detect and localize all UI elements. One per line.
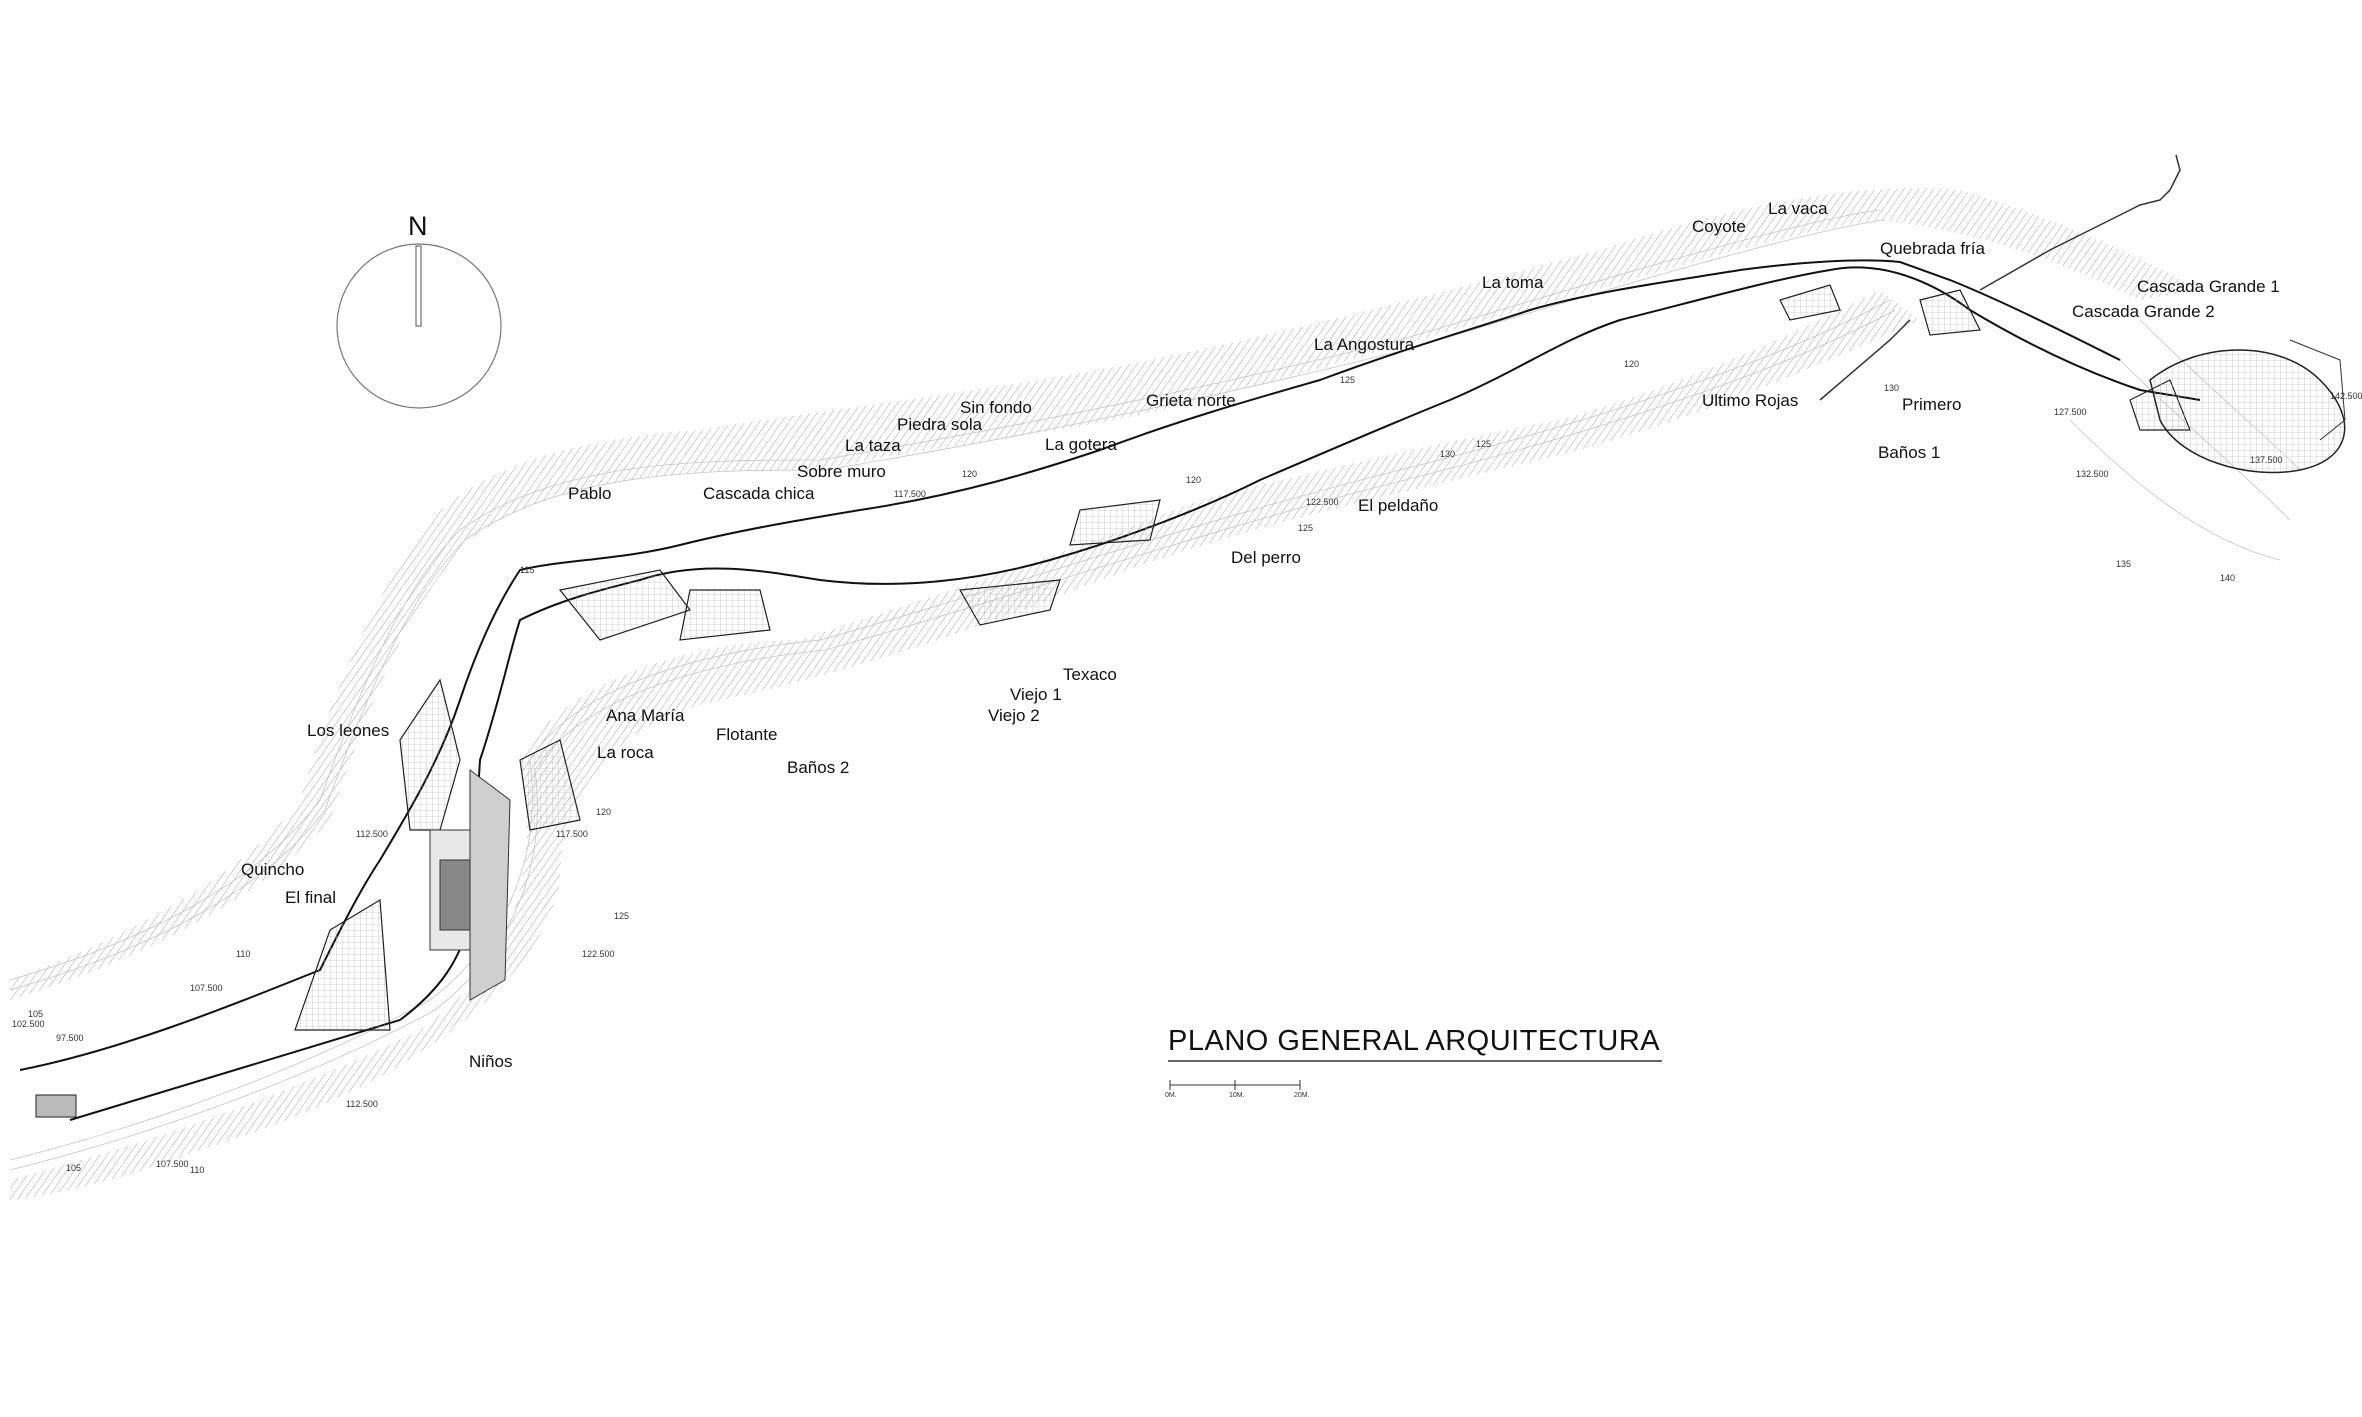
place-label: Ana María bbox=[606, 706, 685, 725]
contour-label: 132.500 bbox=[2076, 469, 2109, 479]
contour-label: 122.500 bbox=[1306, 497, 1339, 507]
contour-label: 107.500 bbox=[190, 983, 223, 993]
contour-label: 105 bbox=[28, 1009, 44, 1019]
place-label: Coyote bbox=[1692, 217, 1746, 236]
place-label: El peldaño bbox=[1358, 496, 1439, 515]
contour-label: 142.500 bbox=[2330, 391, 2362, 401]
plan-title: PLANO GENERAL ARQUITECTURA bbox=[1168, 1025, 1661, 1057]
place-label: Del perro bbox=[1231, 548, 1301, 567]
place-label: Sobre muro bbox=[797, 462, 886, 481]
place-label: Quincho bbox=[241, 860, 305, 879]
place-label: Primero bbox=[1902, 395, 1962, 414]
place-label: La taza bbox=[845, 436, 901, 455]
place-label: Viejo 1 bbox=[1010, 685, 1062, 704]
contour-label: 112.500 bbox=[356, 829, 388, 839]
contour-label: 140 bbox=[2220, 573, 2236, 583]
contour-label: 102.500 bbox=[12, 1019, 45, 1029]
contour-label: 110 bbox=[190, 1165, 205, 1175]
place-label: Ultimo Rojas bbox=[1702, 391, 1799, 410]
contour-label: 127.500 bbox=[2054, 407, 2087, 417]
contour-label: 125 bbox=[1476, 439, 1492, 449]
contour-label: 120 bbox=[1186, 475, 1202, 485]
place-label: La toma bbox=[1482, 273, 1544, 292]
place-label: Niños bbox=[469, 1052, 513, 1071]
contour-label: 125 bbox=[1298, 523, 1314, 533]
contour-label: 130 bbox=[1440, 449, 1456, 459]
cascada-grande-pool bbox=[2149, 339, 2346, 474]
scale-label-10: 10M. bbox=[1229, 1092, 1245, 1099]
contour-label: 107.500 bbox=[156, 1159, 189, 1169]
place-label: La Angostura bbox=[1314, 335, 1415, 354]
place-label: Sin fondo bbox=[960, 398, 1032, 417]
place-label: Flotante bbox=[716, 725, 778, 744]
place-label: El final bbox=[285, 888, 337, 907]
contour-label: 115 bbox=[520, 565, 535, 575]
place-label: Piedra sola bbox=[897, 415, 983, 434]
north-arrow bbox=[336, 243, 502, 409]
scale-bar bbox=[1168, 1060, 1662, 1090]
contour-label: 110 bbox=[236, 949, 251, 959]
place-label: Pablo bbox=[568, 484, 612, 503]
contour-label: 117.500 bbox=[556, 829, 588, 839]
upper-access-path bbox=[1819, 154, 2181, 401]
contour-label: 120 bbox=[596, 807, 612, 817]
contour-label: 120 bbox=[1624, 359, 1640, 369]
place-label: Baños 1 bbox=[1878, 443, 1941, 462]
contour-label: 105 bbox=[66, 1163, 82, 1173]
place-label: Texaco bbox=[1063, 665, 1117, 684]
place-label: Cascada Grande 1 bbox=[2137, 277, 2280, 296]
scale-label-20: 20M. bbox=[1294, 1092, 1310, 1099]
contour-label: 97.500 bbox=[56, 1033, 84, 1043]
contour-label: 125 bbox=[614, 911, 630, 921]
place-label: La vaca bbox=[1768, 199, 1828, 218]
lower-terraces bbox=[35, 769, 511, 1118]
place-label: Cascada Grande 2 bbox=[2072, 302, 2215, 321]
contour-label: 125 bbox=[1340, 375, 1356, 385]
place-label: La gotera bbox=[1045, 435, 1117, 454]
contour-label: 117.500 bbox=[894, 489, 926, 499]
place-label: La roca bbox=[597, 743, 654, 762]
contour-label: 112.500 bbox=[346, 1099, 378, 1109]
contour-label: 120 bbox=[962, 469, 978, 479]
north-label: N bbox=[408, 211, 428, 241]
contour-label: 137.500 bbox=[2250, 455, 2283, 465]
scale-label-0: 0M. bbox=[1165, 1092, 1177, 1099]
contour-label: 122.500 bbox=[582, 949, 615, 959]
place-label: Los leones bbox=[307, 721, 390, 740]
place-label: Cascada chica bbox=[703, 484, 815, 503]
contour-label: 135 bbox=[2116, 559, 2132, 569]
platforms bbox=[294, 284, 2191, 1031]
place-label: Viejo 2 bbox=[988, 706, 1040, 725]
contour-label: 130 bbox=[1884, 383, 1900, 393]
place-label: Quebrada fría bbox=[1880, 239, 1985, 258]
place-label: Baños 2 bbox=[787, 758, 850, 777]
place-label: Grieta norte bbox=[1146, 391, 1236, 410]
